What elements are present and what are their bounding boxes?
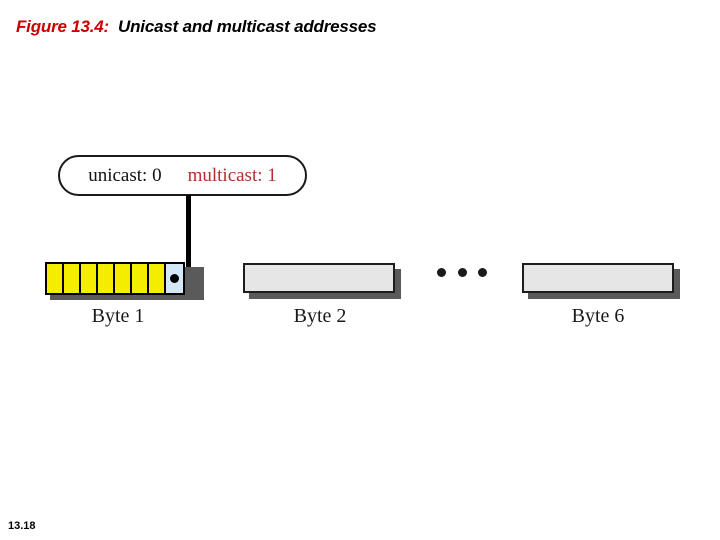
byte-1-caption: Byte 1 <box>91 305 145 327</box>
slide-number: 13.18 <box>8 520 36 532</box>
ellipsis-dot <box>437 268 446 277</box>
byte-1-bit-cells <box>45 262 185 295</box>
legend-box: unicast: 0 multicast: 1 <box>58 155 307 196</box>
figure-caption: Unicast and multicast addresses <box>118 17 377 36</box>
byte-6-caption: Byte 6 <box>571 305 625 327</box>
figure-label: Figure 13.4: <box>16 17 110 36</box>
page-title: Figure 13.4: Unicast and multicast addres… <box>16 17 377 37</box>
byte-2-box <box>243 263 395 293</box>
ellipsis-icon <box>437 268 487 277</box>
connector-line <box>186 195 191 282</box>
ellipsis-dot <box>457 268 467 277</box>
flag-bit-dot-icon <box>170 274 179 283</box>
legend-unicast-label: unicast: 0 <box>88 165 162 186</box>
legend-multicast-label: multicast: 1 <box>187 165 277 186</box>
byte-6-box <box>522 263 674 293</box>
bit-cell-flag <box>164 262 185 295</box>
ellipsis-dot <box>478 268 487 277</box>
byte-2-caption: Byte 2 <box>293 305 347 327</box>
